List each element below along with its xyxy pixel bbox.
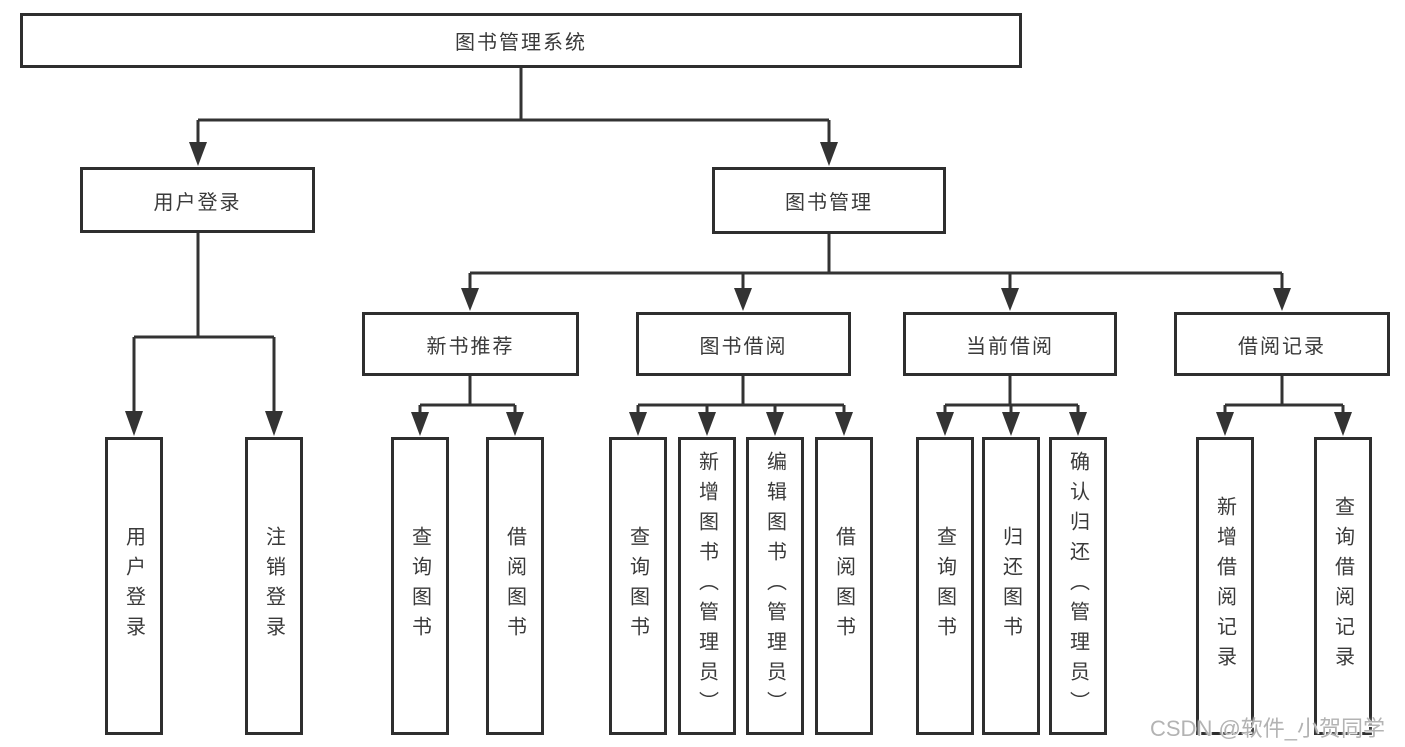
node-book-borrow: 图书借阅 bbox=[636, 312, 851, 376]
leaf-query-books-recommend: 查询图书 bbox=[391, 437, 449, 735]
leaf-add-borrow-record: 新增借阅记录 bbox=[1196, 437, 1254, 735]
node-label: 注销登录 bbox=[262, 526, 285, 646]
leaf-return-book: 归还图书 bbox=[982, 437, 1040, 735]
leaf-query-books-borrow: 查询图书 bbox=[609, 437, 667, 735]
leaf-query-borrow-record: 查询借阅记录 bbox=[1314, 437, 1372, 735]
leaf-query-books-current: 查询图书 bbox=[916, 437, 974, 735]
node-borrow-records: 借阅记录 bbox=[1174, 312, 1390, 376]
node-label: 新书推荐 bbox=[426, 335, 515, 358]
node-book-management: 图书管理 bbox=[712, 167, 946, 234]
node-label: 新增借阅记录 bbox=[1213, 496, 1236, 676]
connector-path bbox=[132, 68, 1345, 414]
node-current-borrow: 当前借阅 bbox=[903, 312, 1117, 376]
node-label: 查询图书 bbox=[626, 526, 649, 646]
leaf-borrow-books: 借阅图书 bbox=[815, 437, 873, 735]
leaf-logout: 注销登录 bbox=[245, 437, 303, 735]
node-label: 确认归还（管理员） bbox=[1066, 451, 1089, 721]
node-label: 查询借阅记录 bbox=[1331, 496, 1354, 676]
arrowheads bbox=[125, 142, 1352, 436]
node-label: 用户登录 bbox=[122, 526, 145, 646]
leaf-add-book-admin: 新增图书（管理员） bbox=[678, 437, 736, 735]
leaf-user-login: 用户登录 bbox=[105, 437, 163, 735]
watermark: CSDN @软件_小贺同学 bbox=[1150, 716, 1386, 741]
node-label: 用户登录 bbox=[153, 191, 242, 214]
node-new-book-recommend: 新书推荐 bbox=[362, 312, 579, 376]
node-label: 借阅图书 bbox=[832, 526, 855, 646]
node-label: 当前借阅 bbox=[966, 335, 1054, 358]
node-root-system: 图书管理系统 bbox=[20, 13, 1022, 68]
leaf-confirm-return-admin: 确认归还（管理员） bbox=[1049, 437, 1107, 735]
node-label: 图书管理系统 bbox=[455, 32, 587, 54]
node-label: 新增图书（管理员） bbox=[695, 451, 718, 721]
node-label: 查询图书 bbox=[408, 526, 431, 646]
node-label: 借阅图书 bbox=[503, 526, 526, 646]
node-user-login: 用户登录 bbox=[80, 167, 315, 233]
node-label: 图书借阅 bbox=[699, 335, 788, 358]
leaf-edit-book-admin: 编辑图书（管理员） bbox=[746, 437, 804, 735]
node-label: 借阅记录 bbox=[1238, 335, 1326, 358]
node-label: 编辑图书（管理员） bbox=[763, 451, 786, 721]
node-label: 查询图书 bbox=[933, 526, 956, 646]
node-label: 归还图书 bbox=[999, 526, 1022, 646]
node-label: 图书管理 bbox=[785, 192, 873, 214]
leaf-borrow-books-recommend: 借阅图书 bbox=[486, 437, 544, 735]
